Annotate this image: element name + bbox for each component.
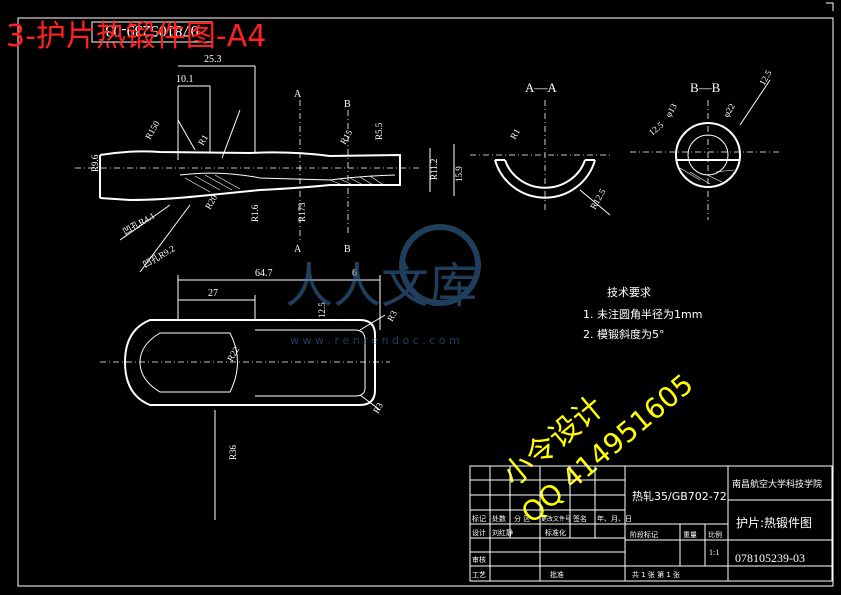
watermark: 人人文库 w w w . r e n r e n d o c . c o m <box>285 224 481 347</box>
weight-label: 重量 <box>683 531 697 539</box>
view-label-a-top: A <box>294 89 302 100</box>
row-label-count: 处数 <box>492 514 506 523</box>
note-item-1: 1. 未注圆角半径为1mm <box>583 307 702 321</box>
review-label: 审核 <box>472 555 486 564</box>
section-a-title: A—A <box>525 80 557 95</box>
dim-phi13: φ13 <box>663 101 679 119</box>
drawing-number: 078105239-03 <box>735 551 805 565</box>
dim-r15: R15 <box>338 128 354 146</box>
stamp-box: 078105239-03 <box>91 21 213 43</box>
header-title: 3-护片热锻件图-A4 <box>6 19 266 54</box>
top-view: 64.7 6 27 12.5 R22 R36 R3 R3 <box>100 268 399 520</box>
watermark-brand: 人人文库 <box>285 258 477 314</box>
sheet-info: 共 1 张 第 1 张 <box>632 570 680 579</box>
dim-10-1: 10.1 <box>176 74 194 85</box>
section-a-a: A—A R1 R12.5 <box>470 80 611 216</box>
part-name: 护片:热锻件图 <box>736 516 812 530</box>
designer-name: 刘红静 <box>492 528 513 537</box>
row-label-zone: 分 区 <box>514 514 530 523</box>
dim-r3-bottom: R3 <box>371 400 385 415</box>
dim-r36: R36 <box>228 444 238 460</box>
dim-27: 27 <box>208 288 218 299</box>
dim-64-7: 64.7 <box>255 268 273 279</box>
dim-r150: R150 <box>143 119 162 141</box>
school-name: 南昌航空大学科技学院 <box>732 478 822 490</box>
notes-title: 技术要求 <box>607 286 651 299</box>
dim-r1b: R1 <box>508 127 522 141</box>
view-label-b-top: B <box>344 99 351 110</box>
view-label-b-bottom: B <box>344 244 351 255</box>
technical-notes: 技术要求 1. 未注圆角半径为1mm 2. 模锻斜度为5° <box>583 286 702 341</box>
dim-25-3: 25.3 <box>204 54 222 65</box>
dim-r5-5: R5.5 <box>374 122 384 140</box>
section-b-title: B—B <box>690 80 721 95</box>
row-label-date: 年、月、日 <box>597 514 632 523</box>
scale-label: 比例 <box>708 530 722 539</box>
dim-15-9: 15.9 <box>454 166 464 182</box>
dim-6: 6 <box>352 268 357 279</box>
dim-kong1: 凹孔R4.1 <box>121 210 157 236</box>
dim-phi22: φ22 <box>721 102 737 119</box>
title-block: 热轧35/GB702-72 南昌航空大学科技学院 护片:热锻件图 0781052… <box>469 465 833 582</box>
dim-r1: R1 <box>196 133 210 147</box>
dim-r3-top: R3 <box>385 308 399 323</box>
standard-label: 标准化 <box>545 528 566 537</box>
row-label-sign: 签名 <box>573 514 587 523</box>
note-item-2: 2. 模锻斜度为5° <box>583 327 665 341</box>
process-label: 工艺 <box>472 571 486 579</box>
view-label-a-bottom: A <box>294 244 302 255</box>
dim-r11-2: R11.2 <box>429 159 439 180</box>
material-spec: 热轧35/GB702-72 <box>632 489 727 503</box>
dim-12-5b: 12.5 <box>647 119 666 137</box>
dim-r1-6: R1.6 <box>250 204 260 222</box>
scale-value: 1:1 <box>709 548 719 557</box>
row-label-change-doc: 更改文件号 <box>541 515 571 523</box>
stamp-code: 078105239-03 <box>105 22 198 39</box>
watermark-url: w w w . r e n r e n d o c . c o m <box>290 334 460 347</box>
side-view: 25.3 10.1 A B A B R150 R1 R15 R5.5 R11.2… <box>75 54 464 273</box>
design-label: 设计 <box>472 528 486 537</box>
stage-label: 阶段标记 <box>630 530 658 539</box>
dim-12-5: 12.5 <box>317 302 327 318</box>
row-label-mark: 标记 <box>472 514 486 523</box>
dim-12-5c: 12.5 <box>757 68 774 87</box>
approve-label: 批准 <box>550 570 564 579</box>
dim-r22: R22 <box>225 345 241 363</box>
section-b-b: B—B φ13 φ22 12.5 12.5 <box>630 68 780 220</box>
dim-r173: R173 <box>297 202 307 222</box>
dim-r9-6: R9.6 <box>90 154 100 172</box>
drawing-frame <box>17 17 834 587</box>
